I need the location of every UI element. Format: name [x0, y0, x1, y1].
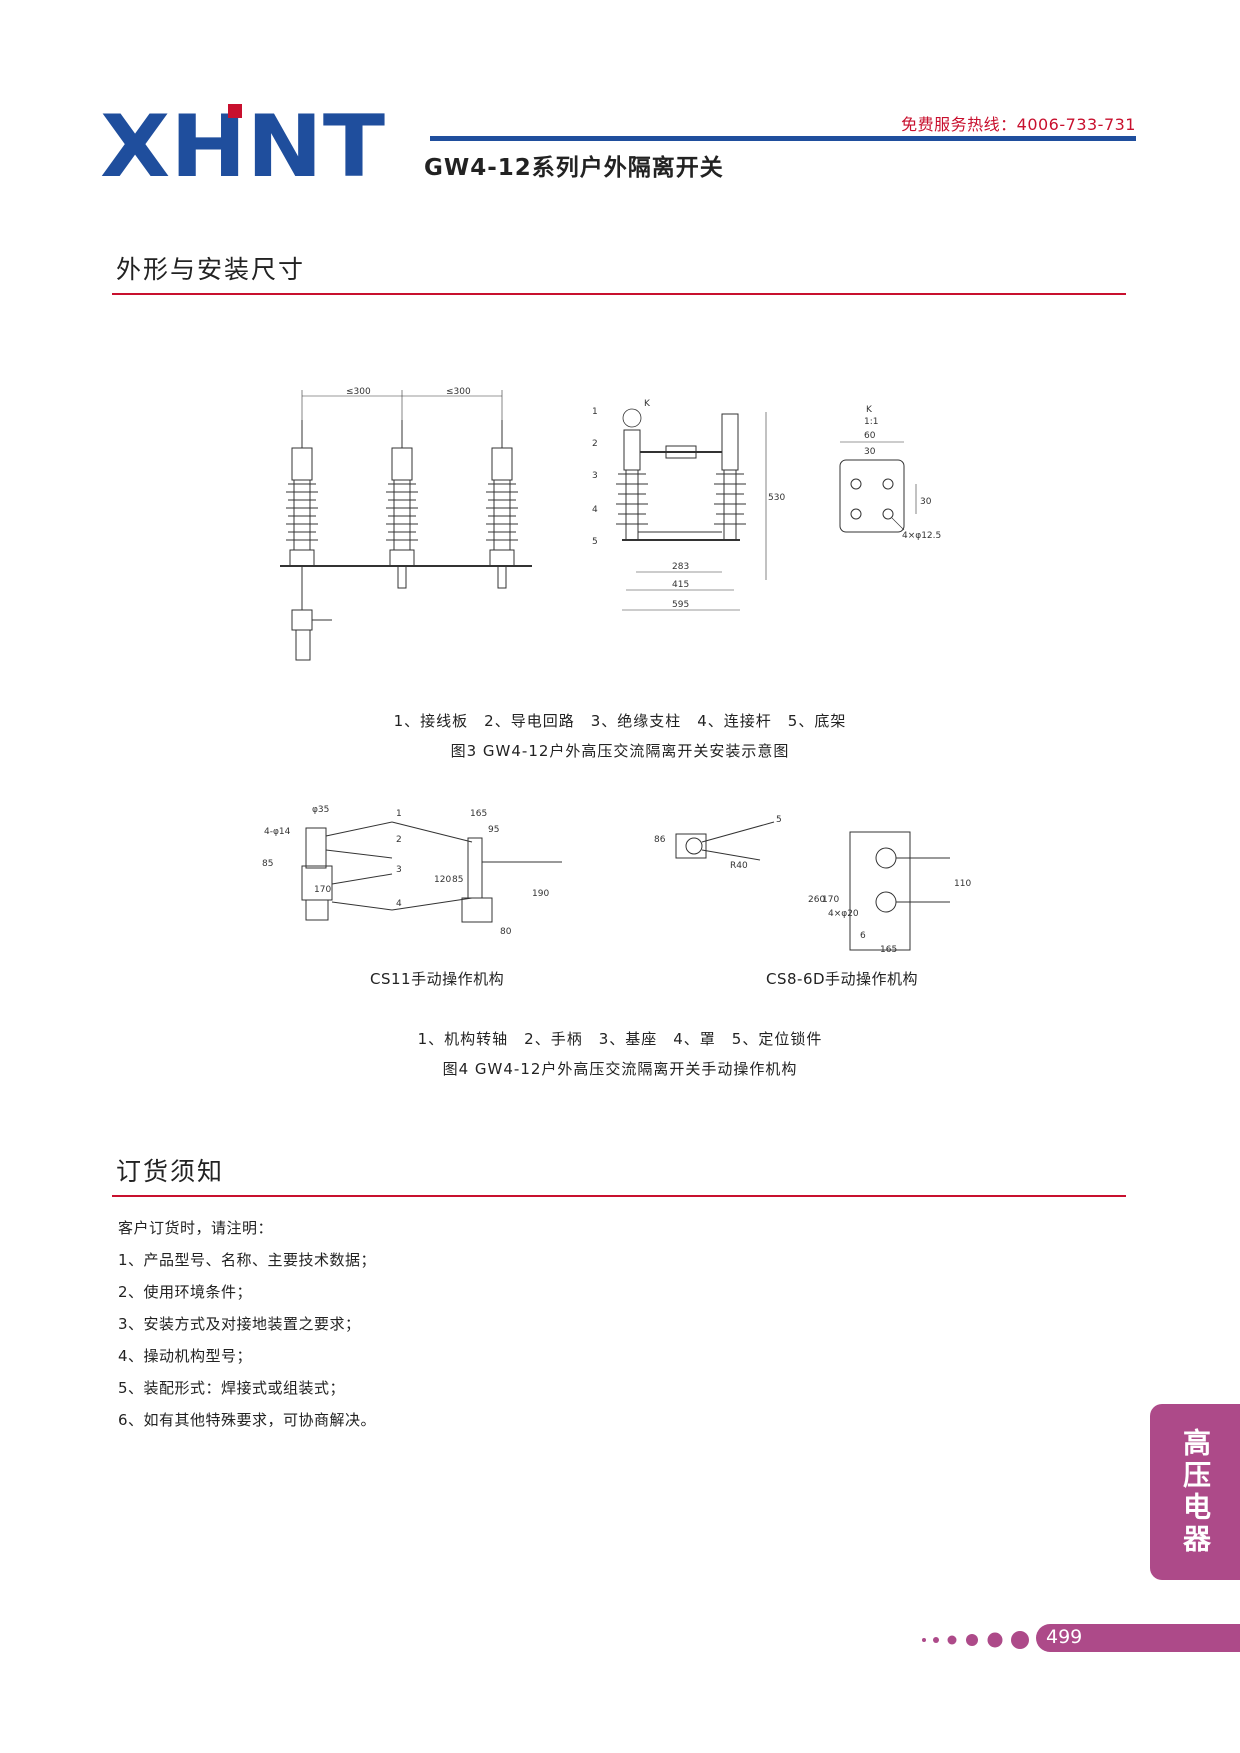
side-part-1: 1: [592, 407, 598, 417]
figure3-caption: 图3 GW4-12户外高压交流隔离开关安装示意图: [450, 742, 790, 760]
section-heading-dimensions: 外形与安装尺寸: [116, 255, 306, 284]
cs8-label: CS8-6D手动操作机构: [766, 970, 919, 988]
cs8-h110: 110: [954, 879, 971, 889]
front-view-drawing: ≤300 ≤300: [280, 387, 532, 661]
cs11-w165: 165: [470, 809, 487, 819]
side-detail-label: K: [644, 399, 651, 409]
cs11-w190: 190: [532, 889, 549, 899]
cs11-h120: 120: [434, 875, 451, 885]
ordering-list: 客户订货时，请注明： 1、产品型号、名称、主要技术数据； 2、使用环境条件； 3…: [118, 1212, 376, 1436]
ordering-item: 3、安装方式及对接地装置之要求；: [118, 1315, 361, 1333]
cs8-w165: 165: [880, 945, 897, 955]
side-part-3: 3: [592, 471, 598, 481]
insulator-pole-3: [486, 420, 518, 589]
service-hotline: 免费服务热线：4006-733-731: [901, 115, 1136, 134]
front-spacing-right: ≤300: [446, 387, 471, 397]
category-side-tab[interactable]: 高压电器: [1150, 1404, 1240, 1580]
handle-box: [291, 609, 313, 631]
ordering-item: 6、如有其他特殊要求，可协商解决。: [118, 1411, 377, 1429]
figure4-parts-legend: 1、机构转轴 2、手柄 3、基座 4、罩 5、定位锁件: [417, 1030, 823, 1048]
section-rule-dimensions: [112, 293, 1126, 295]
page-number: 499: [1046, 1626, 1083, 1648]
cs11-part-4: 4: [396, 899, 402, 909]
figure4-caption: 图4 GW4-12户外高压交流隔离开关手动操作机构: [442, 1060, 798, 1078]
cs8-w6: 6: [860, 931, 866, 941]
cs8-holes: 4×φ20: [828, 909, 859, 919]
logo-text: XHNT: [100, 104, 385, 184]
ordering-item: 1、产品型号、名称、主要技术数据；: [118, 1251, 377, 1269]
cs8-h260: 260: [808, 895, 825, 905]
cs8-h86: 86: [654, 835, 666, 845]
page-number-box: [1036, 1624, 1240, 1652]
figure3-parts-legend: 1、接线板 2、导电回路 3、绝缘支柱 4、连接杆 5、底架: [393, 712, 847, 730]
side-dim-283: 283: [672, 562, 689, 572]
cs11-part-1: 1: [396, 809, 402, 819]
brand-logo: XHNT: [100, 104, 385, 184]
ordering-item: 4、操动机构型号；: [118, 1347, 253, 1365]
mechanism-base: [295, 629, 311, 661]
detail-width-60: 60: [864, 431, 876, 441]
side-view-drawing: K 1 2 3 4 5 530 283 415 595: [592, 399, 785, 611]
detail-holes: 4×φ12.5: [902, 531, 941, 541]
cs8-r40: R40: [730, 861, 748, 871]
detail-k-scale: 1:1: [864, 417, 878, 427]
ordering-item: 5、装配形式：焊接式或组装式；: [118, 1379, 346, 1397]
ordering-intro: 客户订货时，请注明：: [118, 1219, 274, 1237]
page-dots-decoration: [922, 1631, 1029, 1649]
detail-k-drawing: K 1:1 60 30 30 4×φ12.5: [839, 405, 941, 541]
cs8-drawing: 86 5 R40 260 170 4×φ20 110 6 165: [654, 815, 971, 955]
front-spacing-left: ≤300: [346, 387, 371, 397]
header-rule: [430, 136, 1136, 141]
cs11-drawing: φ35 4-φ14 85 1 2 3 4 170 165 95 120 85 1…: [262, 805, 562, 937]
insulator-pole-2: [386, 420, 418, 589]
ordering-item: 2、使用环境条件；: [118, 1283, 253, 1301]
section-heading-ordering: 订货须知: [116, 1157, 225, 1186]
detail-k-label: K: [866, 405, 873, 415]
detail-pitch-x-30: 30: [864, 447, 876, 457]
cs11-h85: 85: [452, 875, 463, 885]
logo-dot: [228, 104, 242, 118]
cs11-d35: φ35: [312, 805, 329, 815]
product-title: GW4-12系列户外隔离开关: [424, 155, 724, 181]
cs11-holes: 4-φ14: [264, 827, 291, 837]
cs11-label: CS11手动操作机构: [370, 970, 505, 988]
cs8-part-5: 5: [776, 815, 782, 825]
section-rule-ordering: [112, 1195, 1126, 1197]
cs11-part-3: 3: [396, 865, 402, 875]
side-dim-415: 415: [672, 580, 689, 590]
side-part-5: 5: [592, 537, 598, 547]
cs11-w80: 80: [500, 927, 512, 937]
side-dim-595: 595: [672, 600, 689, 610]
cs11-part-2: 2: [396, 835, 402, 845]
cs8-h170: 170: [822, 895, 839, 905]
side-height-530: 530: [768, 493, 785, 503]
side-part-2: 2: [592, 439, 598, 449]
insulator-pole-1: [286, 420, 318, 567]
detail-pitch-y-30: 30: [920, 497, 932, 507]
cs11-w170: 170: [314, 885, 331, 895]
cs11-w95: 95: [488, 825, 499, 835]
cs11-h85-left: 85: [262, 859, 273, 869]
side-part-4: 4: [592, 505, 598, 515]
